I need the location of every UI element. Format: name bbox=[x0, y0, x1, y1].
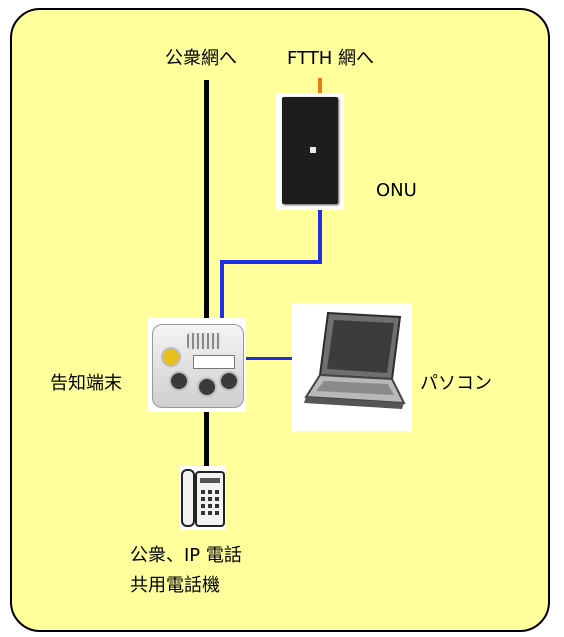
terminal-display bbox=[193, 355, 235, 369]
phone-label-line2: 共用電話機 bbox=[130, 575, 220, 596]
notification-terminal-icon bbox=[148, 318, 246, 412]
terminal-knob-right bbox=[219, 371, 239, 391]
onu-to-terminal-line-v1 bbox=[318, 208, 322, 264]
public-network-line bbox=[204, 80, 209, 320]
onu-to-terminal-line-v2 bbox=[220, 260, 224, 322]
public-network-label: 公衆網へ bbox=[165, 48, 237, 69]
notification-terminal-label: 告知端末 bbox=[50, 373, 122, 394]
onu-indicator bbox=[310, 147, 316, 153]
ftth-network-label: FTTH 網へ bbox=[287, 48, 374, 69]
phone-label-line1: 公衆、IP 電話 bbox=[130, 545, 242, 566]
onu-body bbox=[282, 97, 338, 204]
telephone-drawing bbox=[181, 469, 225, 527]
terminal-knob-middle bbox=[197, 377, 217, 397]
terminal-speaker-grille bbox=[187, 333, 221, 349]
ftth-line bbox=[318, 78, 322, 98]
terminal-knob-left bbox=[169, 371, 189, 391]
terminal-to-pc-line bbox=[244, 357, 298, 360]
terminal-body bbox=[152, 324, 244, 408]
telephone-icon bbox=[180, 466, 226, 530]
pc-label: パソコン bbox=[420, 373, 492, 394]
laptop-drawing bbox=[304, 311, 406, 409]
onu-device-icon bbox=[276, 93, 344, 210]
terminal-knob-yellow bbox=[161, 347, 181, 367]
onu-label: ONU bbox=[376, 180, 417, 201]
laptop-icon bbox=[292, 303, 412, 431]
onu-to-terminal-line-h bbox=[220, 260, 322, 264]
phone-line bbox=[204, 412, 209, 468]
